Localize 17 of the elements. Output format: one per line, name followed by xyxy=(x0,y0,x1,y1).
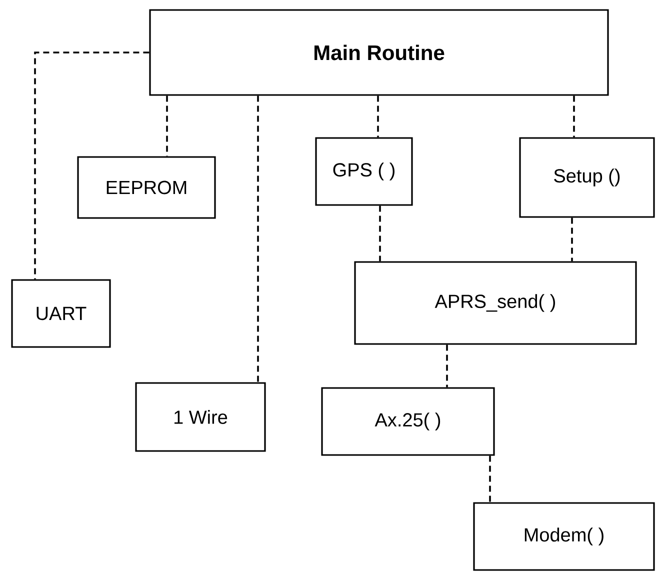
connector-line xyxy=(379,206,381,262)
function-box: Modem( ) xyxy=(473,502,655,571)
connector-line xyxy=(257,96,259,382)
function-box: UART xyxy=(11,279,111,348)
connector-line xyxy=(34,52,150,280)
connector-line xyxy=(573,96,575,138)
function-box: EEPROM xyxy=(77,156,216,219)
function-box: Ax.25( ) xyxy=(321,387,495,456)
connector-line xyxy=(377,96,379,138)
function-box: 1 Wire xyxy=(135,382,266,452)
function-box: APRS_send( ) xyxy=(354,261,637,345)
connector-line xyxy=(571,218,573,262)
function-box: Setup () xyxy=(519,137,655,218)
function-box: GPS ( ) xyxy=(315,137,413,206)
connector-line xyxy=(489,456,491,502)
title-box: Main Routine xyxy=(149,9,609,96)
connector-line xyxy=(446,344,448,388)
